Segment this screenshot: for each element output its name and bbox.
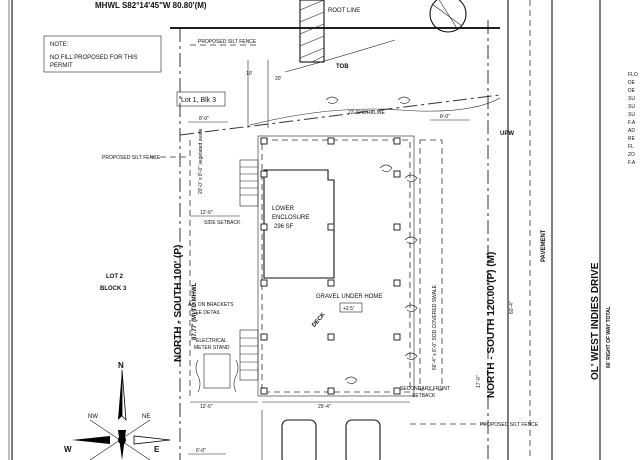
legend-fragment: RE — [628, 136, 636, 142]
dim-8ft-right: 8'-0" — [440, 114, 450, 120]
legend-fragment: DE — [628, 88, 636, 94]
tree-symbol — [429, 0, 467, 33]
legend-fragment: AD — [628, 128, 635, 134]
legend-fragment: ZO — [628, 152, 635, 158]
vegetated-swale-label: 20'-0" x 8'-0" vegetated swale — [198, 128, 204, 194]
house-footprint — [257, 135, 415, 397]
dim-25-4: 25'-4" — [318, 404, 331, 410]
stairs-upper — [239, 159, 259, 207]
proposed-silt-fence-bottom-label: PROPOSED SILT FENCE — [480, 422, 539, 428]
shoreline-curve — [249, 97, 501, 126]
dim-20-top: 20' — [275, 76, 282, 82]
upw-label: UPW — [500, 131, 514, 137]
street-right-of-way — [507, 0, 553, 460]
proposed-silt-fence-top-label: PROPOSED SILT FENCE — [198, 39, 257, 45]
legend-fragment: DE — [628, 80, 636, 86]
dim-12-6-top: 12'-6" — [200, 210, 213, 216]
meter-stand-label: METER STAND — [194, 345, 230, 351]
legend-fragment: FL — [628, 144, 634, 150]
tob-line — [284, 39, 396, 73]
lot-boundary — [170, 20, 501, 460]
vegetation-marks — [325, 96, 418, 384]
compass-ne: NE — [142, 414, 150, 420]
tob-label: TOB — [336, 64, 349, 70]
north-south-left-sub: 87.77' (M) TO MHWL — [192, 282, 198, 340]
block-3-label: BLOCK 3 — [100, 286, 127, 292]
dim-17: 17'-0" — [476, 375, 482, 388]
meter-stand-symbol — [195, 353, 239, 393]
lot-2-label: LOT 2 — [106, 274, 124, 280]
lower-enclosure-area: 296 SF — [274, 224, 294, 230]
note-line-2: PERMIT — [50, 63, 73, 69]
setback-label: SETBACK — [412, 393, 436, 399]
legend-fragment: SU — [628, 112, 635, 118]
street-name-label: OL' WEST INDIES DRIVE — [590, 262, 601, 380]
parking-spaces — [261, 410, 381, 460]
compass-n: N — [118, 361, 124, 370]
street-sub-label: 66' RIGHT OF WAY TOTAL — [606, 306, 612, 368]
legend-fragment: FLO — [628, 72, 638, 78]
lower-enclosure-label-2: ENCLOSURE — [272, 215, 309, 221]
note-line-1: NO FILL PROPOSED FOR THIS — [50, 55, 138, 61]
dim-8ft-left: 8'-0" — [199, 116, 209, 122]
pavement-label: PAVEMENT — [541, 229, 547, 262]
dim-10-top: 10' — [246, 71, 253, 77]
covered-swale-label: 66'-4" x 8'-0" SOD COVERED SWALE — [432, 284, 438, 370]
ac-on-brackets-label: A/C ON BRACKETS — [188, 302, 234, 308]
side-setback-label: SIDE SETBACK — [204, 220, 241, 226]
compass-w: W — [64, 445, 72, 454]
proposed-silt-fence-left-label: PROPOSED SILT FENCE — [102, 155, 161, 161]
see-detail-label: SEE DETAIL — [192, 310, 221, 316]
gravel-dim: +2.5' — [343, 306, 354, 312]
mhwl-bearing-title: MHWL S82°14'45"W 80.80'(M) — [95, 1, 207, 10]
gravel-under-home-label: GRAVEL UNDER HOME — [316, 294, 382, 300]
compass-e: E — [154, 445, 160, 454]
dim-6-0: 6'-0" — [196, 448, 206, 454]
compass-nw: NW — [88, 414, 98, 420]
secondary-front-label: SECONDARY FRONT — [400, 386, 450, 392]
north-south-right-label: NORTH - SOUTH 120.00'(P) (M) — [486, 252, 497, 398]
lower-enclosure-label-1: LOWER — [272, 206, 295, 212]
root-line-label: ROOT LINE — [328, 8, 360, 14]
note-box: NOTE: NO FILL PROPOSED FOR THIS PERMIT — [43, 35, 162, 73]
north-arrow: N NE NW E W — [64, 361, 171, 460]
shoreline-label: 22' SHORELINE — [348, 110, 385, 116]
legend-fragment: F.A — [628, 120, 636, 126]
stairs-lower — [239, 329, 259, 381]
dim-12-6-bottom: 12'-6" — [200, 404, 213, 410]
lower-enclosure: LOWER ENCLOSURE 296 SF — [263, 169, 335, 279]
legend-fragment: F.A — [628, 160, 636, 166]
right-edge-legend: FLO DE DE SU SU SU F.A AD RE FL ZO F.A — [628, 72, 638, 166]
note-heading: NOTE: — [50, 42, 69, 48]
deck-label: DECK — [311, 311, 327, 328]
north-south-left-label: NORTH - SOUTH 100' (P) — [173, 245, 184, 362]
lot-box-text: Lot 1, Blk 3 — [181, 97, 216, 104]
pilings — [260, 137, 401, 395]
dim-60: 60'-4" — [509, 301, 515, 314]
electrical-label: ELECTRICAL — [196, 338, 227, 344]
existing-dock-structure — [299, 0, 325, 63]
legend-fragment: SU — [628, 104, 635, 110]
legend-fragment: SU — [628, 96, 635, 102]
lot-box-label: Lot 1, Blk 3 — [176, 91, 226, 107]
covered-swale — [419, 139, 443, 391]
